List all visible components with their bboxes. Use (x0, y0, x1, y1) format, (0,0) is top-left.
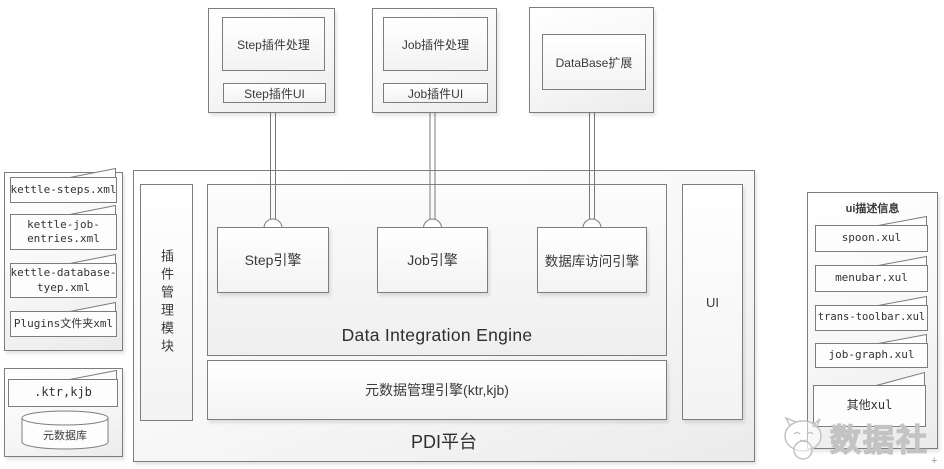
doc-menubar-xul: menubar.xul (815, 255, 928, 292)
doc-trans-toolbar-xul: trans-toolbar.xul (815, 295, 928, 331)
doc-plugins-folder-xml: Plugins文件夹xml (10, 301, 117, 337)
document-icon (10, 301, 117, 337)
doc-job-graph-xul: job-graph.xul (815, 333, 928, 368)
plugin-management-module-label: 插件管理模块 (159, 248, 174, 357)
document-icon (815, 333, 928, 368)
document-icon (813, 371, 926, 427)
step-plugin-title-box: Step插件处理 (222, 17, 325, 71)
doc-ktr-kjb: .ktr,kjb (8, 369, 118, 407)
doc-kettle-job-entries-xml: kettle-job- entries.xml (10, 204, 117, 250)
doc-label: job-graph.xul (828, 348, 915, 362)
doc-other-xul: 其他xul (813, 371, 926, 427)
step-plugin-outer-box: Step插件处理 Step插件UI (208, 8, 335, 113)
doc-spoon-xul: spoon.xul (815, 215, 928, 252)
plugin-management-module-box: 插件管理模块 (140, 184, 193, 421)
step-engine-box: Step引擎 (217, 227, 329, 293)
pdi-platform-label: PDI平台 (410, 432, 477, 452)
doc-kettle-steps-xml: kettle-steps.xml (10, 167, 117, 203)
step-plugin-title: Step插件处理 (237, 37, 310, 52)
document-icon (10, 167, 117, 203)
job-plugin-outer-box: Job插件处理 Job插件UI (372, 8, 497, 113)
ui-box: UI (682, 184, 743, 420)
document-icon (815, 215, 928, 252)
document-icon (10, 204, 117, 250)
job-engine-label: Job引擎 (407, 252, 458, 268)
step-engine-label: Step引擎 (244, 252, 302, 268)
ui-label: UI (706, 294, 719, 310)
metadata-database-cylinder: 元数据库 (20, 409, 110, 451)
document-icon (815, 255, 928, 292)
watermark-mascot-icon (784, 416, 822, 460)
plus-cursor: + (931, 455, 938, 467)
doc-label: .ktr,kjb (34, 385, 92, 400)
document-icon (10, 253, 117, 298)
ui-description-title: ui描述信息 (845, 203, 900, 215)
document-icon (815, 295, 928, 331)
job-plugin-ui-box: Job插件UI (383, 83, 488, 103)
database-access-engine-box: 数据库访问引擎 (537, 227, 647, 293)
job-plugin-title: Job插件处理 (401, 37, 470, 52)
doc-label: Plugins文件夹xml (13, 316, 114, 330)
job-engine-box: Job引擎 (377, 227, 488, 293)
metadata-engine-box: 元数据管理引擎(ktr,kjb) (207, 360, 667, 420)
metadata-database-label: 元数据库 (43, 430, 87, 442)
document-icon (8, 369, 118, 407)
database-access-engine-label: 数据库访问引擎 (544, 254, 640, 269)
doc-label: kettle-job- entries.xml (27, 217, 100, 245)
doc-label: 其他xul (846, 398, 893, 413)
doc-label: trans-toolbar.xul (817, 311, 926, 324)
step-plugin-ui-box: Step插件UI (223, 83, 326, 103)
database-extension-outer-box: DataBase扩展 (529, 7, 654, 113)
job-plugin-title-box: Job插件处理 (383, 17, 488, 71)
doc-label: menubar.xul (835, 271, 908, 285)
metadata-engine-label: 元数据管理引擎(ktr,kjb) (365, 382, 509, 398)
doc-label: kettle-database- tyep.xml (10, 266, 117, 294)
step-plugin-ui-label: Step插件UI (244, 86, 305, 101)
data-integration-engine-label: Data Integration Engine (341, 324, 533, 345)
database-extension-title: DataBase扩展 (555, 55, 633, 70)
job-plugin-ui-label: Job插件UI (407, 86, 464, 101)
watermark-text: 数据社 (829, 422, 929, 458)
doc-label: spoon.xul (841, 231, 902, 245)
database-cylinder-icon (21, 410, 109, 450)
doc-kettle-database-tyep-xml: kettle-database- tyep.xml (10, 253, 117, 298)
doc-label: kettle-steps.xml (10, 182, 117, 196)
database-extension-title-box: DataBase扩展 (542, 34, 646, 90)
